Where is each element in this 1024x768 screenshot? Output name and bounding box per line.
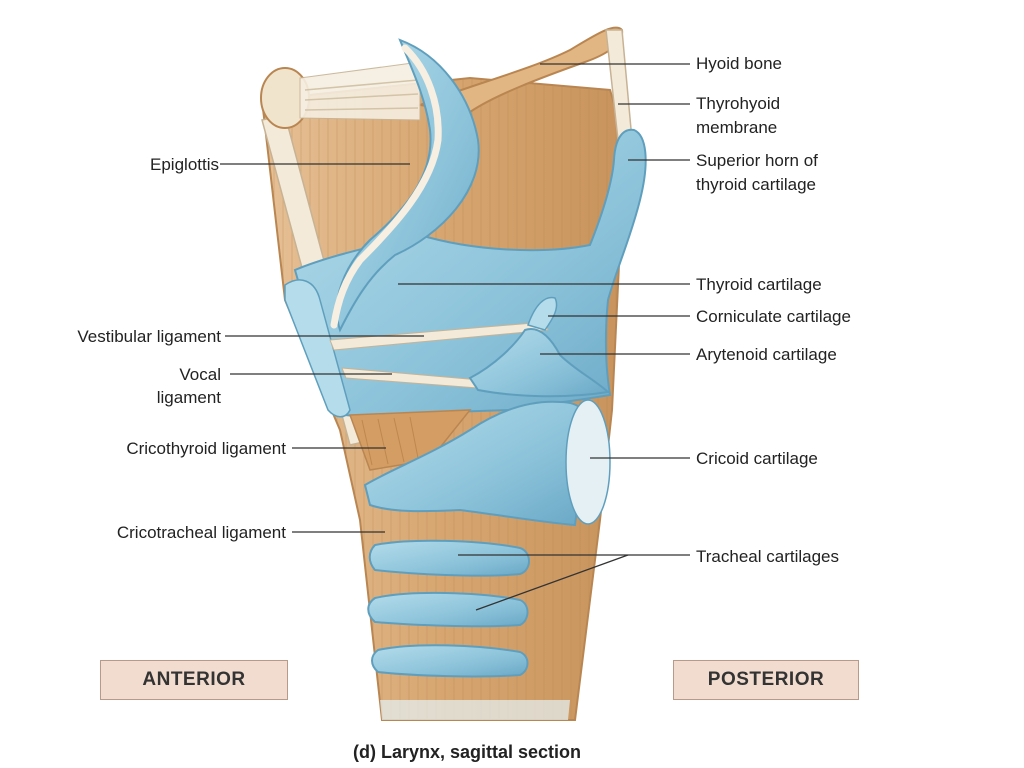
label-cricotracheal-ligament: Cricotracheal ligament xyxy=(116,523,286,542)
label-thyrohyoid-membrane-line1: Thyrohyoid xyxy=(696,94,781,113)
label-thyroid-cartilage: Thyroid cartilage xyxy=(696,275,822,294)
label-epiglottis: Epiglottis xyxy=(150,155,219,174)
label-superior-horn-line1: Superior horn of xyxy=(696,151,818,170)
label-corniculate-cartilage: Corniculate cartilage xyxy=(696,307,851,326)
label-hyoid-bone: Hyoid bone xyxy=(696,54,783,73)
tracheal-cartilage-1 xyxy=(368,539,530,577)
tracheal-cartilage-3 xyxy=(371,644,529,678)
corniculate-cartilage xyxy=(527,296,558,331)
figure-caption: (d) Larynx, sagittal section xyxy=(352,742,582,762)
label-tracheal-cartilages: Tracheal cartilages xyxy=(696,547,839,566)
leader-tracheal-2 xyxy=(475,554,629,611)
thyroid-anterior-edge xyxy=(284,279,351,418)
label-arytenoid-cartilage: Arytenoid cartilage xyxy=(696,345,837,364)
arytenoid-cartilage xyxy=(468,328,611,398)
cricoid-lamina-cut xyxy=(565,399,611,525)
label-thyrohyoid-membrane-line2: membrane xyxy=(696,118,778,137)
leader-lines xyxy=(220,63,690,611)
label-superior-horn-line2: thyroid cartilage xyxy=(696,175,817,194)
posterior-box: POSTERIOR xyxy=(673,660,859,700)
anterior-box: ANTERIOR xyxy=(100,660,288,700)
vestibular-ligament xyxy=(329,321,549,351)
epiglottis xyxy=(335,38,480,333)
tracheal-cartilage-2 xyxy=(367,591,529,628)
label-vocal-ligament-line1: Vocal xyxy=(179,365,221,384)
label-cricothyroid-ligament: Cricothyroid ligament xyxy=(126,439,286,458)
figure-caption-wrap: (d) Larynx, sagittal section xyxy=(0,742,1024,763)
label-cricoid-cartilage: Cricoid cartilage xyxy=(696,449,818,468)
label-vestibular-ligament: Vestibular ligament xyxy=(77,327,221,346)
label-vocal-ligament-line2: ligament xyxy=(156,388,221,407)
